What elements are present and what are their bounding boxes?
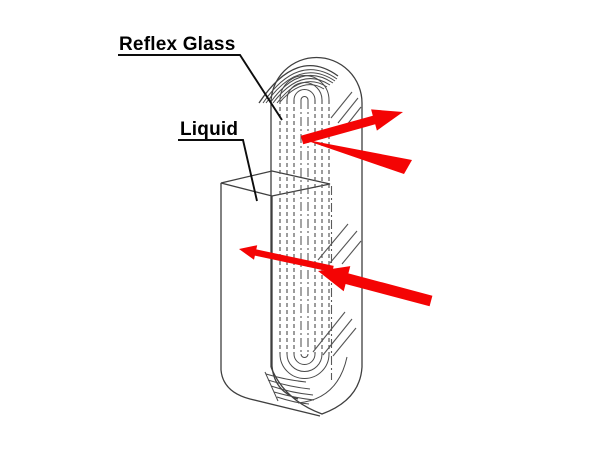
incident-ray-top-arrow [302, 139, 412, 174]
liquid-leader-line [178, 139, 258, 202]
tank-top-face [220, 170, 331, 197]
reflected-ray-top-arrow [300, 109, 403, 145]
prism-grooves [279, 75, 330, 379]
reflex-glass-leader-line [118, 54, 283, 121]
glass-front-bottom-cap [270, 366, 363, 415]
glass-back-bottom-outline [297, 356, 348, 404]
bottom-serrations [264, 371, 315, 405]
glass-front-face [270, 56, 363, 367]
incident-ray-bottom-arrow [318, 266, 433, 307]
callouts: Reflex Glass Liquid [118, 34, 283, 202]
glass-back-top-outline [258, 65, 339, 104]
liquid-label: Liquid [180, 119, 238, 140]
transmitted-ray-bottom-arrow [239, 245, 334, 273]
reflex-glass-body [258, 56, 363, 415]
tank-left-edge [220, 183, 321, 417]
reflex-glass-label: Reflex Glass [119, 34, 235, 55]
light-ray-arrows [239, 109, 433, 307]
